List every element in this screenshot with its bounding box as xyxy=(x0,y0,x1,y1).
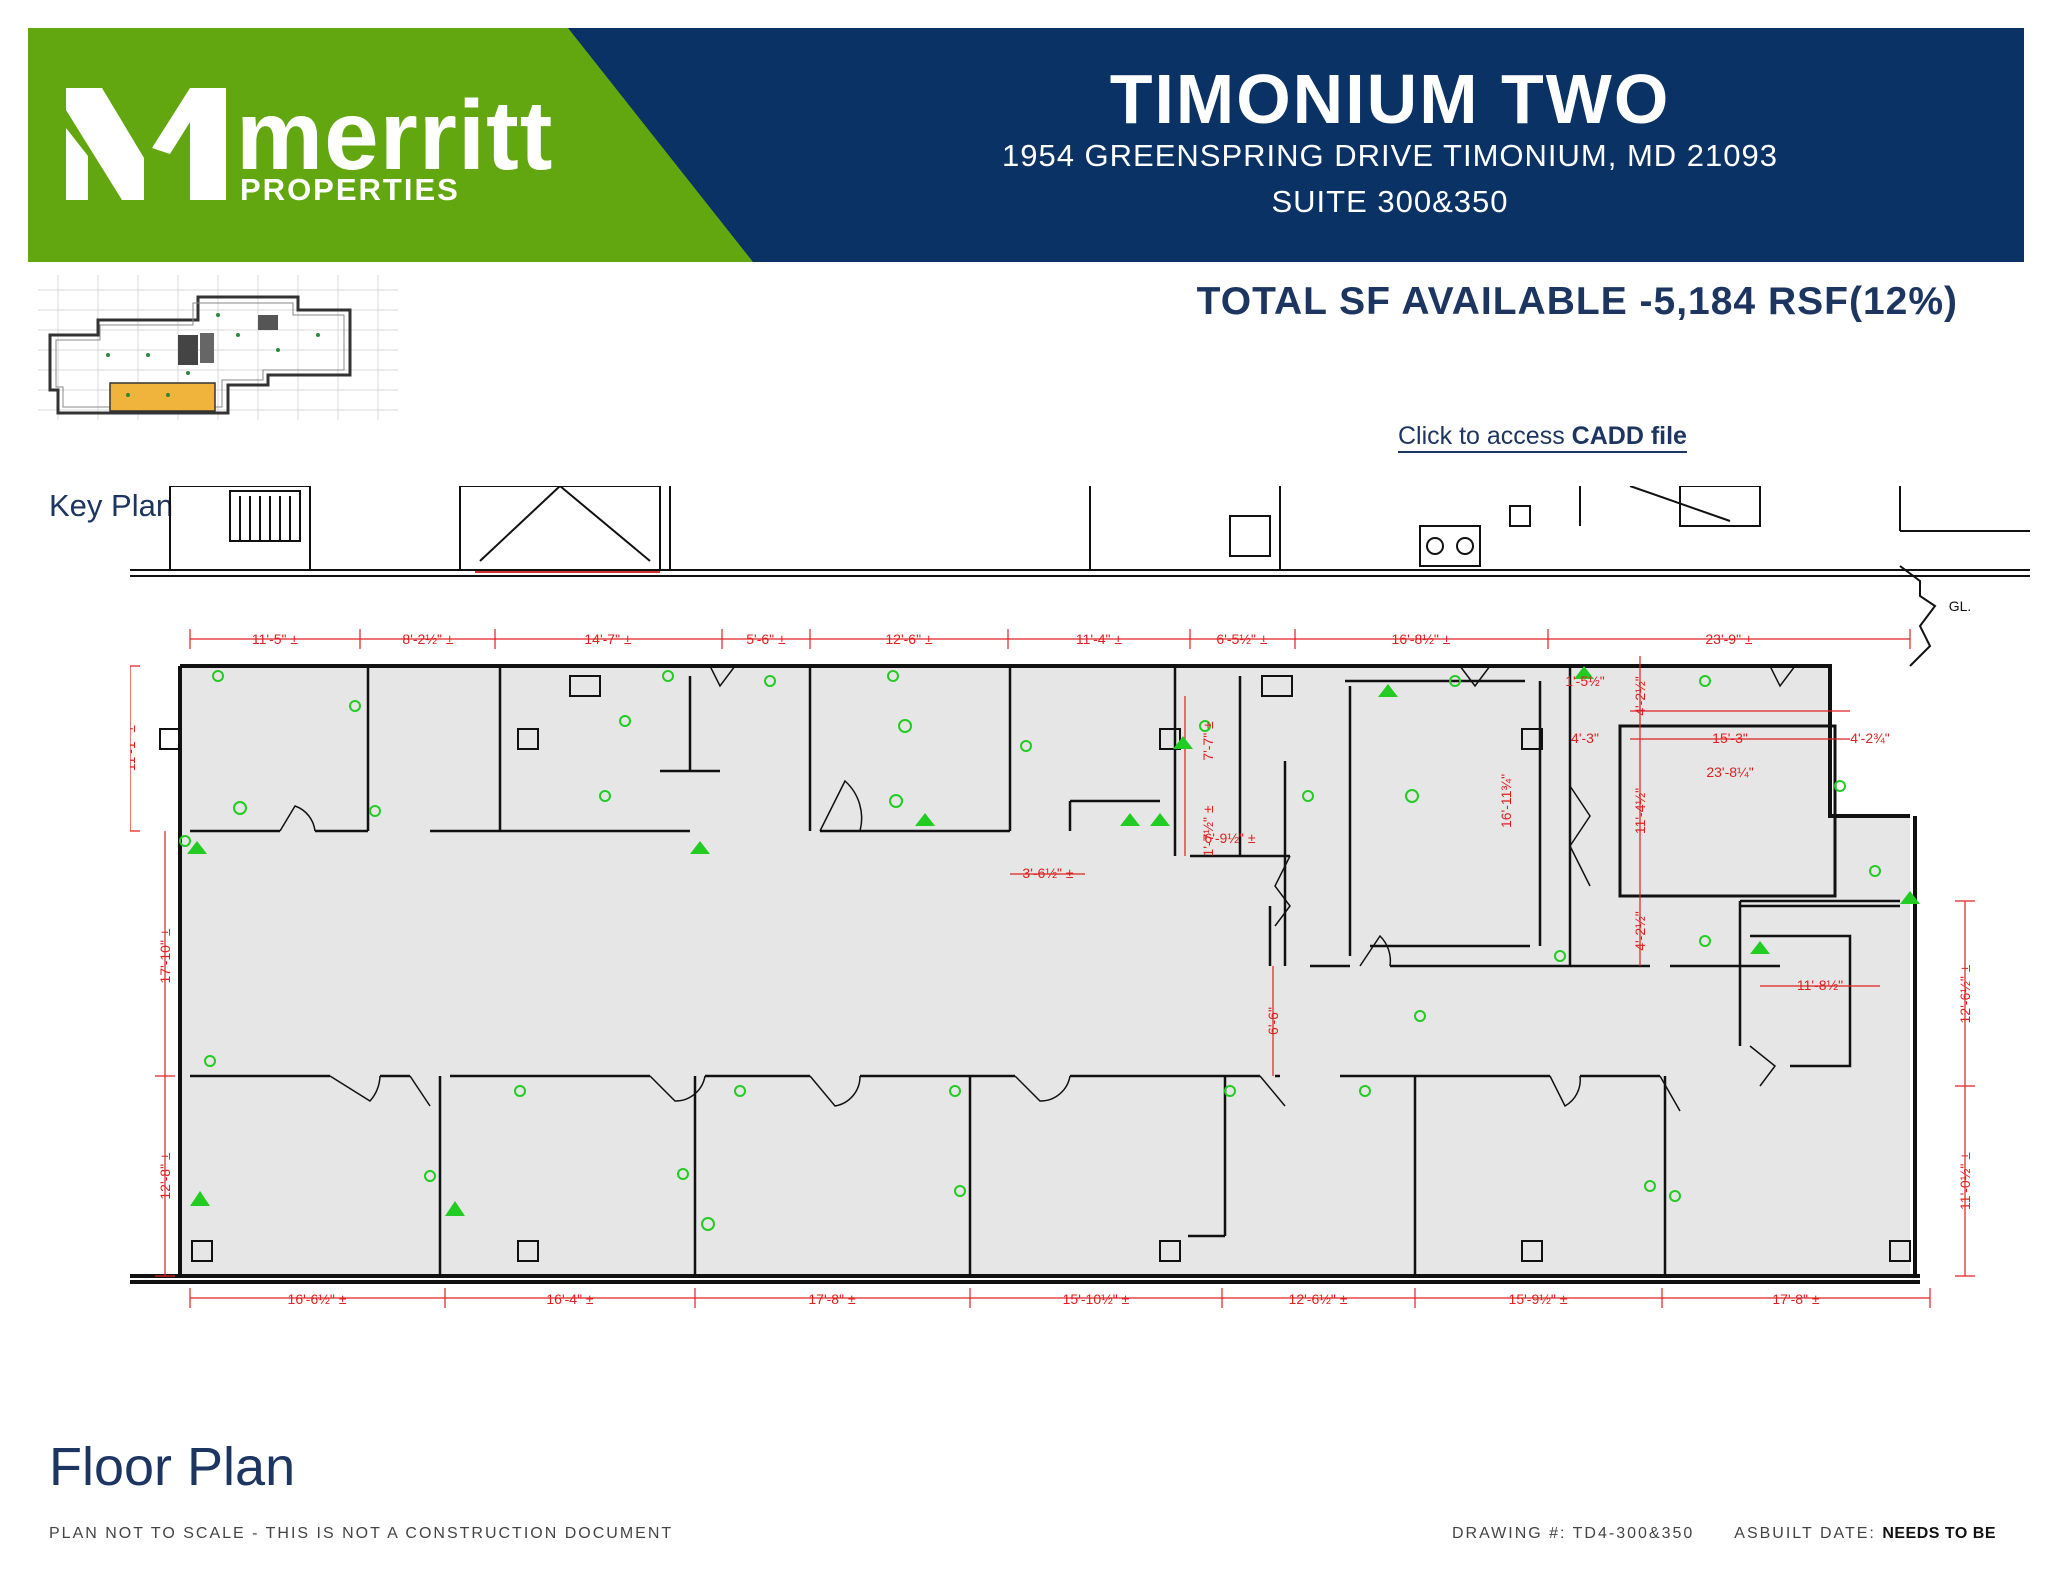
cadd-link-prefix: Click to access xyxy=(1398,422,1565,450)
dim-interior-5: 16'-11¾" xyxy=(1498,774,1514,828)
dim-interior-10: 4'-2¾" xyxy=(1850,730,1890,746)
dim-interior-14: 11'-8½" xyxy=(1797,977,1843,993)
header-banner: merritt PROPERTIES TIMONIUM TWO 1954 GRE… xyxy=(28,28,2024,262)
asbuilt-label: ASBUILT DATE: xyxy=(1734,1525,1876,1542)
dim-bottom-7: 17'-8" ± xyxy=(1772,1291,1820,1307)
dim-top-1: 11'-5" ± xyxy=(252,631,299,647)
dim-left-2: 17'-10" ± xyxy=(157,928,173,983)
dim-top-6: 11'-4" ± xyxy=(1076,631,1123,647)
total-sf-available: TOTAL SF AVAILABLE -5,184 RSF(12%) xyxy=(1196,280,1958,323)
key-plan-highlight xyxy=(109,382,216,412)
dim-top-3: 14'-7" ± xyxy=(584,631,632,647)
dim-top-2: 8'-2½" ± xyxy=(402,631,453,647)
dim-bottom-2: 16'-4" ± xyxy=(546,1291,594,1307)
building-name: TIMONIUM TWO xyxy=(1109,60,1671,138)
key-plan-label: Key Plan xyxy=(49,488,174,523)
dim-bottom-1: 16'-6½" ± xyxy=(288,1291,347,1307)
dim-top-5: 12'-6" ± xyxy=(885,631,933,647)
dim-left-1: 11'-1" ± xyxy=(130,725,138,772)
brand-subtitle: PROPERTIES xyxy=(240,172,460,207)
merritt-logo-icon xyxy=(66,88,226,200)
dim-top-8: 16'-8½" ± xyxy=(1392,631,1451,647)
asbuilt-value: NEEDS TO BE xyxy=(1882,1525,1996,1542)
cadd-file-link[interactable]: Click to access CADD file xyxy=(1398,424,1687,453)
drawing-info: DRAWING #: TD4-300&350 ASBUILT DATE: NEE… xyxy=(1452,1526,1996,1542)
building-suite: SUITE 300&350 xyxy=(1271,184,1509,219)
dim-top-9: 23'-9" ± xyxy=(1705,631,1753,647)
dim-top-7: 6'-5½" ± xyxy=(1216,631,1267,647)
dim-bottom-5: 12'-6½" ± xyxy=(1289,1291,1348,1307)
title-panel xyxy=(568,28,2024,262)
dim-interior-4: 6'-9½" ± xyxy=(1204,830,1255,846)
building-address: 1954 GREENSPRING DRIVE TIMONIUM, MD 2109… xyxy=(1001,138,1779,173)
dim-interior-3: 1'-7½" ± xyxy=(1200,805,1216,856)
corner-label: GL. xyxy=(1949,598,1972,614)
floor-plan-drawing: 11'-5" ± 8'-2½" ± 14'-7" ± 5'-6" ± 12'-6… xyxy=(130,486,2030,1308)
dim-interior-9: 15'-3" xyxy=(1712,730,1748,746)
dim-right-1: 12'-6½" ± xyxy=(1957,964,1973,1023)
dim-left-3: 12'-8" ± xyxy=(157,1152,173,1200)
dim-top-4: 5'-6" ± xyxy=(746,631,786,647)
brand-wordmark: merritt xyxy=(236,80,554,190)
dim-interior-7: 1'-5½" xyxy=(1565,673,1605,689)
drawing-number: DRAWING #: TD4-300&350 xyxy=(1451,1525,1695,1542)
plan-disclaimer: PLAN NOT TO SCALE - THIS IS NOT A CONSTR… xyxy=(49,1525,674,1542)
dim-interior-2: 7'-7" ± xyxy=(1200,721,1216,761)
dim-interior-11: 23'-8¼" xyxy=(1706,764,1753,780)
dim-interior-6: 4'-2½" xyxy=(1632,676,1648,716)
dim-bottom-4: 15'-10½" ± xyxy=(1063,1291,1130,1307)
floor-plan-title: Floor Plan xyxy=(49,1437,296,1497)
dim-bottom-3: 17'-8" ± xyxy=(808,1291,856,1307)
dim-interior-1: 3'-6½" ± xyxy=(1022,865,1073,881)
dim-bottom-6: 15'-9½" ± xyxy=(1509,1291,1568,1307)
cadd-link-text: CADD file xyxy=(1571,422,1687,450)
dim-interior-12: 11'-4½" xyxy=(1632,788,1648,834)
dim-interior-15: 6'-6" xyxy=(1265,1007,1281,1035)
key-plan-thumbnail xyxy=(38,275,398,420)
dim-right-2: 11'-0½" ± xyxy=(1957,1152,1973,1210)
dim-interior-13: 4'-2½" xyxy=(1632,911,1648,951)
dim-interior-8: 4'-3" xyxy=(1571,730,1599,746)
